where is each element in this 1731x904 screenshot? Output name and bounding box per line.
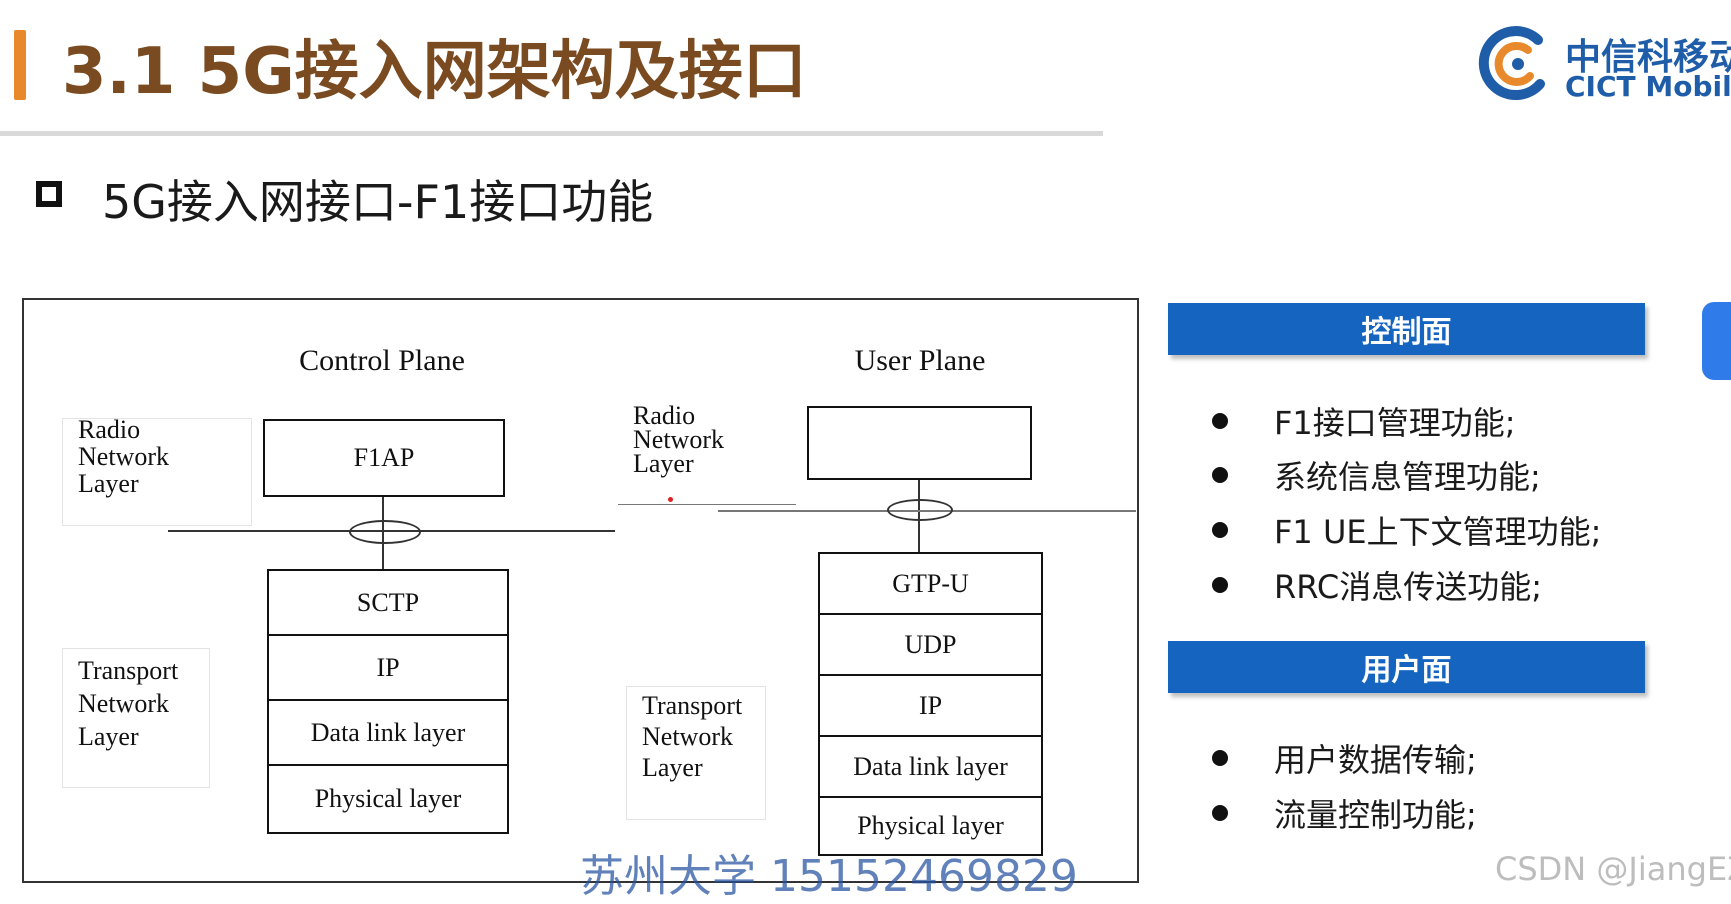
up-transport-network-layer-label: Transport Network Layer — [642, 691, 743, 782]
cp-transport-layer-box — [62, 648, 210, 788]
logo-text-en: CICT Mobile — [1565, 70, 1731, 103]
cp-radio-network-layer-label: Radio Network Layer — [78, 415, 169, 498]
up-stack-ip: IP — [818, 674, 1043, 737]
up-stack-physical: Physical layer — [818, 796, 1043, 856]
up-short-separator — [618, 504, 796, 505]
title-accent-bar — [14, 30, 26, 100]
f1ap-box: F1AP — [263, 419, 505, 497]
list-item: F1接口管理功能; — [1212, 398, 1516, 444]
up-transport-layer-box — [626, 686, 766, 820]
bullet-dot-icon — [1212, 805, 1228, 821]
bullet-dot-icon — [1212, 467, 1228, 483]
cp-stack-data-link: Data link layer — [267, 699, 509, 766]
watermark-center: 苏州大学 15152469829 — [580, 851, 1078, 902]
cp-transport-network-layer-label: Transport Network Layer — [78, 656, 179, 751]
control-section-header: 控制面 — [1168, 303, 1645, 355]
control-plane-title: Control Plane — [299, 344, 465, 377]
watermark-corner: CSDN @JiangEZ — [1495, 850, 1731, 888]
up-radio-network-layer-label: Radio Network Layer — [633, 401, 724, 478]
red-marker — [668, 497, 673, 502]
cp-radio-layer-box — [62, 418, 252, 526]
up-stack-udp: UDP — [818, 613, 1043, 676]
list-item: RRC消息传送功能; — [1212, 562, 1542, 608]
bullet-dot-icon — [1212, 577, 1228, 593]
section-subtitle: 5G接入网接口-F1接口功能 — [102, 175, 654, 229]
up-stack-gtpu: GTP-U — [818, 552, 1043, 615]
bullet-dot-icon — [1212, 750, 1228, 766]
user-plane-title: User Plane — [854, 344, 986, 377]
cp-stack-ip: IP — [267, 634, 509, 701]
header-divider — [0, 131, 1103, 136]
cict-logo-icon — [1478, 26, 1545, 101]
cp-sap-ellipse — [349, 520, 421, 544]
user-section-header: 用户面 — [1168, 641, 1645, 693]
up-stack-data-link: Data link layer — [818, 735, 1043, 798]
bullet-dot-icon — [1212, 522, 1228, 538]
f1-protocol-diagram — [22, 298, 1139, 883]
list-item: 系统信息管理功能; — [1212, 452, 1541, 498]
bullet-dot-icon — [1212, 413, 1228, 429]
list-item: 用户数据传输; — [1212, 735, 1477, 781]
cp-stack-sctp: SCTP — [267, 569, 509, 636]
up-sap-ellipse — [887, 499, 953, 521]
side-float-tab[interactable] — [1702, 302, 1731, 380]
up-empty-box — [807, 406, 1032, 480]
list-item: F1 UE上下文管理功能; — [1212, 507, 1601, 553]
square-bullet-icon — [36, 181, 62, 207]
logo-text-cn: 中信科移动 — [1565, 37, 1731, 78]
list-item: 流量控制功能; — [1212, 790, 1477, 836]
page-title: 3.1 5G接入网架构及接口 — [62, 35, 807, 109]
cp-stack-physical: Physical layer — [267, 764, 509, 834]
